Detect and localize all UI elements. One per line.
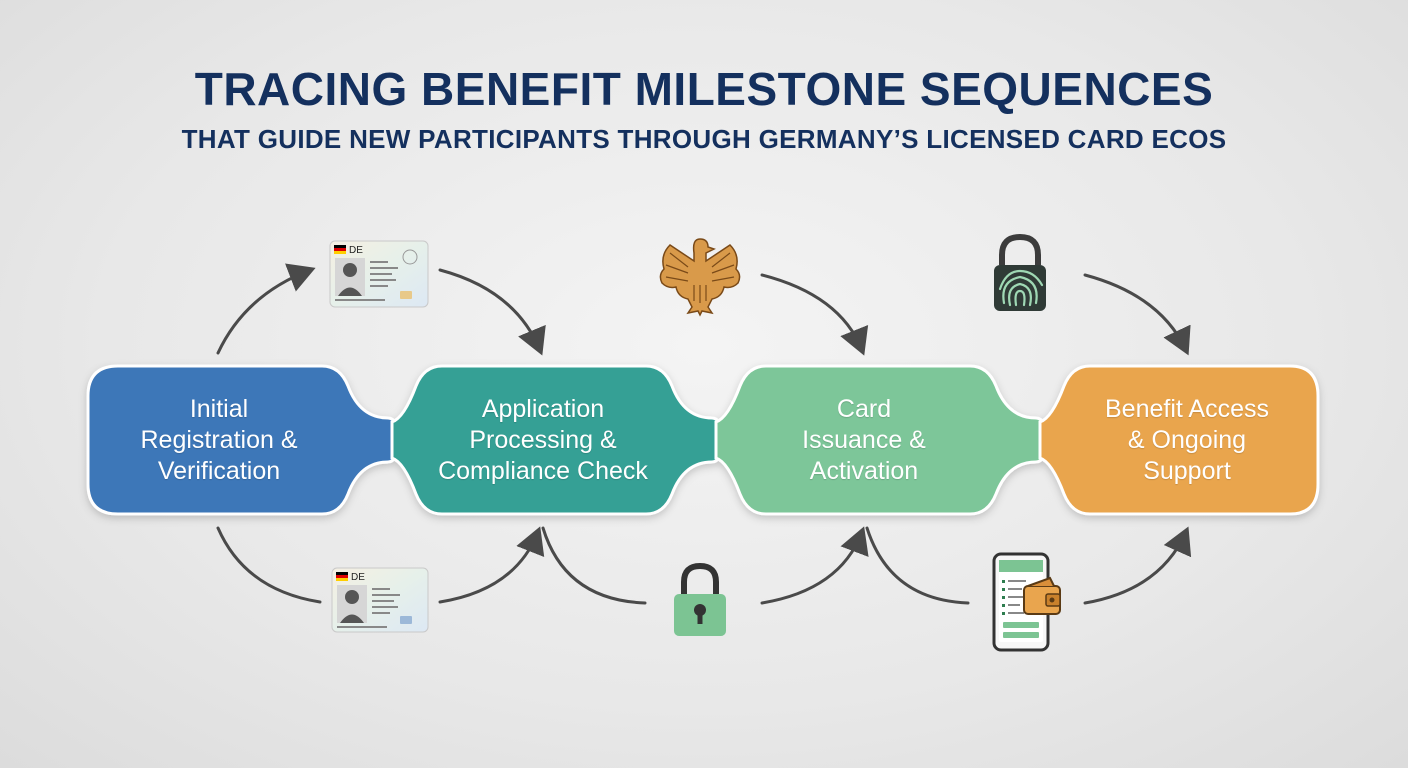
stage-shapes [86,364,1320,516]
stage-shape-initial-registration [86,364,400,516]
stage-label-application-processing: Application Processing & Compliance Chec… [438,394,648,485]
stage-label-initial-registration: Initial Registration & Verification [140,394,298,485]
id-card-icon: DE [329,240,429,308]
arrow-bottom-3b [1083,526,1192,605]
arrow-bottom-1a [216,526,322,604]
fingerprint-lock-icon [994,233,1046,311]
id-card-icon: DE [331,567,429,633]
padlock-icon [674,562,726,636]
page-subtitle: THAT GUIDE NEW PARTICIPANTS THROUGH GERM… [181,124,1227,154]
arrow-bottom-2a [541,526,647,605]
stage-label-card-issuance: Card Issuance & Activation [802,394,926,485]
page-title: TRACING BENEFIT MILESTONE SEQUENCES [194,63,1214,115]
arrow-top-3a [1083,273,1191,356]
stage-shape-application-processing [390,364,724,516]
arrow-bottom-3a [865,526,970,605]
stage-shape-benefit-access [1038,364,1320,516]
stage-shape-card-issuance [714,364,1048,516]
id-card-label: DE [351,572,365,583]
arrow-bottom-1b [438,526,545,604]
id-card-label: DE [349,245,363,256]
mobile-wallet-icon [992,552,1061,652]
eagle-emblem-icon [659,238,741,317]
arrow-bottom-2b [760,526,869,605]
arrow-top-1a [216,263,316,355]
stage-label-benefit-access: Benefit Access & Ongoing Support [1105,394,1269,485]
arrow-top-1b [438,268,546,356]
arrow-top-2a [760,273,869,356]
flow-arrows [216,263,1192,605]
